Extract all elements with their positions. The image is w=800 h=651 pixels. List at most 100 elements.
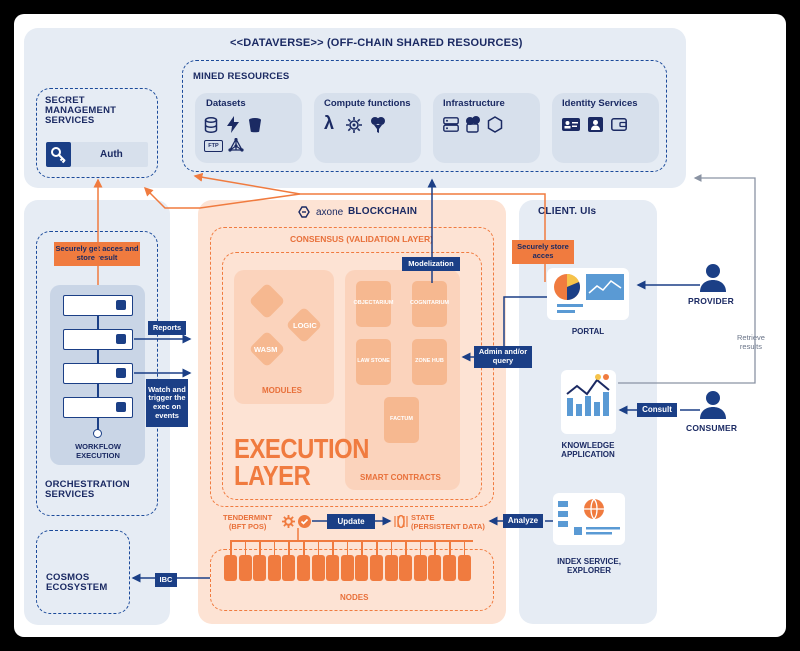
workflow-step-1 [63, 295, 133, 316]
execution-layer-title: EXECUTION LAYER [234, 433, 370, 491]
axone-logo-icon [298, 206, 310, 218]
node-link [288, 540, 290, 555]
index-line2: EXPLORER [566, 566, 611, 576]
node-chip [413, 555, 427, 581]
modelization-label: Modelization [402, 257, 460, 271]
execution-line1: EXECUTION [234, 433, 370, 464]
node-chip [370, 555, 383, 581]
orch-title-line1: ORCHESTRATION [45, 479, 130, 490]
node-chip [457, 555, 471, 581]
infrastructure-card [433, 93, 540, 163]
retrieve-line2: results [739, 342, 763, 351]
consult-label: Consult [637, 403, 677, 417]
orchestration-title: ORCHESTRATION SERVICES [45, 480, 130, 500]
cosmos-line2: ECOSYSTEM [46, 581, 108, 593]
admin-query-label: Admin and/or query [474, 346, 532, 368]
pie-chart-icon [554, 274, 580, 300]
database-icon [204, 117, 218, 133]
node-link [434, 540, 436, 555]
watch-label: Watch and trigger the exec on events [146, 379, 188, 427]
graph-icon [228, 138, 244, 152]
node-link [230, 540, 232, 555]
ibc-label: IBC [155, 573, 177, 587]
state-line1: STATE [411, 513, 435, 522]
consensus-title: CONSENSUS (VALIDATION LAYER) [290, 234, 433, 244]
server-icon [443, 117, 459, 132]
state-database-icon [394, 515, 408, 528]
ftp-icon: FTP [204, 140, 223, 152]
compute-title: Compute functions [324, 98, 411, 109]
node-link [361, 540, 363, 555]
user-portrait-icon [588, 117, 603, 132]
wallet-icon [611, 118, 627, 131]
node-link [332, 540, 334, 555]
portal-label: PORTAL [571, 327, 605, 336]
update-label: Update [327, 514, 375, 529]
workflow-end-dot [93, 429, 102, 438]
workflow-step-4 [63, 397, 133, 418]
workflow-line1: WORKFLOW [75, 442, 121, 451]
index-line1: INDEX SERVICE, [557, 557, 621, 566]
node-chip [355, 555, 369, 581]
module-wasm-label: WASM [254, 345, 278, 354]
contract-cognitarium: COGNITARIUM [410, 281, 449, 327]
orch-title-line2: SERVICES [45, 488, 95, 500]
identity-title: Identity Services [562, 98, 638, 109]
node-chip [326, 555, 340, 581]
node-chip [428, 555, 442, 581]
secret-title-line2: MANAGEMENT [45, 104, 117, 116]
filter-icon [371, 117, 385, 133]
explorer-icon [558, 498, 620, 535]
infrastructure-title: Infrastructure [443, 98, 505, 109]
cosmos-title: COSMOS ECOSYSTEM [46, 573, 107, 593]
modules-panel [234, 270, 334, 404]
knowledge-line2: APPLICATION [561, 450, 615, 460]
cosmos-line1: COSMOS [46, 572, 90, 583]
compute-card [314, 93, 421, 163]
client-uis-title: CLIENT. UIs [538, 206, 597, 217]
key-icon-box [46, 142, 71, 167]
state-line2: (PERSISTENT DATA) [411, 521, 485, 531]
execution-box [222, 252, 482, 500]
key-icon [51, 147, 66, 164]
state-label: STATE (PERSISTENT DATA) [411, 513, 485, 531]
node-chip [238, 555, 252, 581]
workflow-execution-label: WORKFLOW EXECUTION [58, 442, 138, 460]
secret-title-line1: SECRET [45, 95, 85, 106]
node-link [463, 540, 466, 555]
contract-zone-hub: ZONE HUB [412, 339, 447, 385]
auth-label: Auth [100, 149, 123, 160]
node-chip [399, 555, 413, 581]
datasets-title: Datasets [206, 98, 246, 109]
modules-title: MODULES [262, 386, 302, 395]
analytics-chart-icon [566, 374, 610, 416]
lambda-icon: λ [324, 113, 335, 133]
id-card-icon [562, 118, 580, 131]
tendermint-label: TENDERMINT (BFT POS) [223, 513, 273, 531]
execution-line2: LAYER [234, 459, 311, 491]
node-link [244, 540, 247, 555]
node-link [259, 540, 261, 555]
hexagon-icon [487, 116, 503, 133]
contract-factum: FACTUM [384, 397, 419, 443]
retrieve-results-label: Retrieve results [737, 332, 765, 352]
workflow-step-2 [63, 329, 133, 350]
consumer-label: CONSUMER [686, 423, 738, 433]
node-link [317, 540, 320, 555]
blockchain-title: BLOCKCHAIN [348, 206, 418, 217]
smart-contracts-title: SMART CONTRACTS [360, 473, 441, 482]
analyze-label: Analyze [503, 514, 543, 528]
node-link [303, 540, 305, 555]
node-chip [224, 555, 237, 581]
mined-resources-box [182, 60, 667, 172]
knowledge-app-label: KNOWLEDGE APPLICATION [548, 441, 628, 459]
lightning-icon [227, 116, 239, 133]
node-chip [267, 555, 281, 581]
node-link [449, 540, 451, 555]
dataverse-title: <<DATAVERSE>> (OFF-CHAIN SHARED RESOURCE… [230, 37, 523, 49]
node-link [273, 540, 276, 555]
tendermint-line1: TENDERMINT [223, 513, 273, 522]
secret-title-line3: SERVICES [45, 114, 95, 126]
node-chip [443, 555, 456, 581]
nodes-title: NODES [340, 593, 369, 602]
